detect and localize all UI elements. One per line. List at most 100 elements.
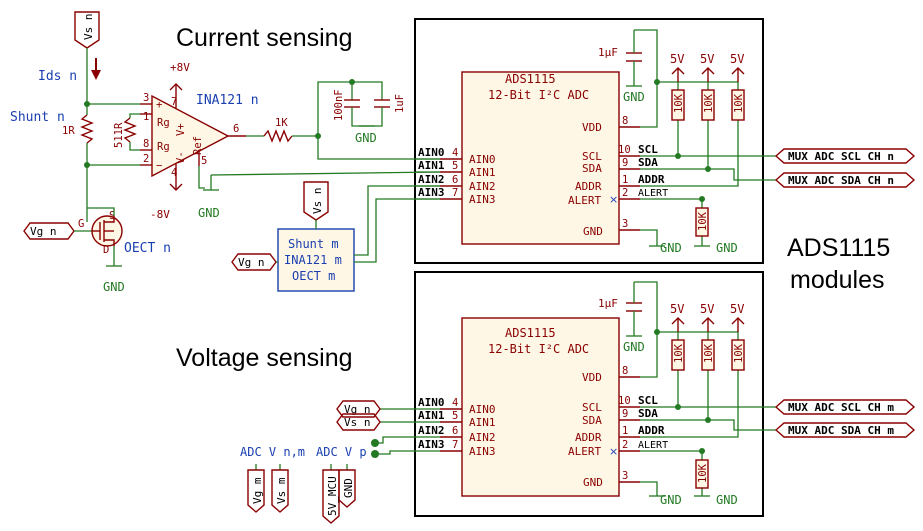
amp-minus-sign: −	[156, 160, 162, 172]
conn-nm-label: ADC V n,m	[240, 445, 305, 459]
top-adc-pin-ain0: AIN0	[469, 153, 496, 166]
bottom-adc-pin-scl: SCL	[582, 401, 602, 414]
bottom-adc-gnd-2: GND	[716, 493, 738, 507]
vs-port-label: Vs n	[82, 14, 95, 41]
bottom-input-vs: Vs n	[336, 413, 381, 431]
hier-sheet-line1: Shunt m	[288, 237, 339, 251]
hier-sheet-line3: OECT m	[292, 269, 335, 283]
top-adc-pinnum-2: 2	[622, 187, 628, 199]
bottom-adc-pin-ain0: AIN0	[469, 403, 496, 416]
bottom-adc-pinnum-6: 6	[452, 425, 458, 437]
top-adc-pinnum-5: 5	[452, 160, 458, 172]
top-cap-label: 1µF	[598, 46, 618, 59]
bottom-r3-value: 10K	[733, 343, 745, 363]
bottom-net-sda: SDA	[638, 407, 658, 420]
top-adc-pin-addr: ADDR	[575, 180, 602, 193]
top-bus-sda-port: MUX ADC SDA CH n	[774, 172, 916, 188]
top-adc-pin-ain3: AIN3	[469, 193, 496, 206]
bottom-5v-2: 5V	[700, 302, 714, 316]
bottom-adc-pin-sda: SDA	[582, 414, 602, 427]
amp-pin-2: 2	[143, 153, 149, 165]
bottom-alert-res-value: 10K	[697, 463, 709, 483]
top-adc: ADS1115 12-Bit I²C ADC AIN0 AIN1 AIN2 AI…	[416, 29, 776, 255]
modules-heading-line2: modules	[790, 266, 885, 294]
top-cap-gnd: GND	[623, 90, 645, 104]
top-5v-1: 5V	[670, 52, 684, 66]
top-adc-pinnum-7: 7	[452, 187, 458, 199]
top-adc-desc: 12-Bit I²C ADC	[488, 88, 589, 102]
top-adc-pinnum-8: 8	[622, 115, 628, 127]
top-pullups: 5V 5V 5V 10K 10K 10K	[670, 52, 745, 121]
bottom-net-addr: ADDR	[638, 424, 665, 437]
top-adc-pin-alert: ALERT	[568, 194, 601, 207]
bottom-r1-value: 10K	[673, 343, 685, 363]
conn-5v-mcu: 5V_MCU	[326, 476, 339, 516]
bottom-adc-pinnum-5: 5	[452, 410, 458, 422]
bottom-adc-pin-ain3: AIN3	[469, 445, 496, 458]
bottom-pullups: 5V 5V 5V 10K 10K 10K	[670, 302, 745, 371]
bottom-adc: ADS1115 12-Bit I²C ADC AIN0 AIN1 AIN2 AI…	[371, 281, 776, 507]
amp-vplus-label: V+	[175, 123, 187, 136]
bottom-adc-body	[461, 317, 620, 497]
bottom-adc-pinnum-7: 7	[452, 439, 458, 451]
oect-gate-label: G	[78, 218, 84, 230]
amp-ref-label: Ref	[192, 136, 204, 155]
amp-pin-5: 5	[201, 155, 207, 167]
rg-value: 511R	[113, 122, 125, 148]
bottom-module-frame	[414, 271, 764, 517]
amp-pin-3: 3	[143, 92, 149, 104]
vg-port-label: Vg n	[30, 225, 57, 238]
top-net-alert: ALERT	[638, 188, 668, 199]
amp-plus-sign: +	[156, 99, 162, 111]
top-net-ain1: AIN1	[418, 159, 445, 172]
cap1u-label: 1uF	[394, 94, 406, 113]
amp-pin-6: 6	[233, 123, 239, 135]
bottom-bus-sda-port: MUX ADC SDA CH m	[774, 422, 916, 438]
top-adc-pin-ain2: AIN2	[469, 180, 496, 193]
top-adc-pinnum-4: 4	[452, 147, 458, 159]
top-adc-pin-gnd: GND	[583, 225, 603, 238]
bottom-adc-pinnum-8: 8	[622, 365, 628, 377]
connectors: ADC V n,m ADC V p Vg m Vs m 5V_MCU GND	[240, 445, 367, 524]
bottom-adc-pin-addr: ADDR	[575, 431, 602, 444]
top-adc-pin-ain1: AIN1	[469, 166, 496, 179]
top-net-ain3: AIN3	[418, 186, 445, 199]
bottom-net-ain1: AIN1	[418, 409, 445, 422]
top-r3-value: 10K	[733, 93, 745, 113]
current-sensing-heading: Current sensing	[176, 24, 352, 52]
bottom-adc-pin-ain2: AIN2	[469, 431, 496, 444]
top-alert-res-value: 10K	[697, 211, 709, 231]
top-adc-pinnum-10: 10	[618, 144, 631, 156]
hier-sheet	[277, 228, 355, 292]
bottom-net-ain3: AIN3	[418, 438, 445, 451]
amp-vminus-label: V-	[175, 151, 187, 164]
hier-sheet-line2: INA121 m	[284, 253, 342, 267]
top-r2-value: 10K	[703, 93, 715, 113]
amp-rg-label-1: Rg	[157, 117, 170, 129]
voltage-sensing-heading: Voltage sensing	[176, 344, 353, 372]
bottom-net-ain2: AIN2	[418, 424, 445, 437]
conn-p-label: ADC V p	[316, 445, 367, 459]
bottom-input-vg: Vg n	[336, 400, 381, 418]
cap100n-label: 100nF	[333, 89, 345, 121]
oect-drain-label: D	[103, 244, 109, 256]
bottom-adc-desc: 12-Bit I²C ADC	[488, 342, 589, 356]
top-net-ain0: AIN0	[418, 146, 445, 159]
bottom-adc-gnd-1: GND	[660, 493, 682, 507]
shunt-value: 1R	[62, 125, 75, 137]
bottom-5v-1: 5V	[670, 302, 684, 316]
bottom-cap-label: 1µF	[598, 297, 618, 310]
ids-label: Ids n	[38, 69, 77, 84]
modules-heading-line1: ADS1115	[787, 234, 890, 262]
bottom-adc-pinnum-4: 4	[452, 397, 458, 409]
current-circuit: Vs n Ids n Shunt n 1R 511R 3 1 8 2 + − R…	[10, 11, 441, 294]
bottom-r2-value: 10K	[703, 343, 715, 363]
conn-vs-m: Vs m	[275, 477, 288, 504]
amp-pin-1: 1	[143, 111, 149, 123]
bottom-bus-scl-label: MUX ADC SCL CH m	[788, 401, 894, 414]
top-net-addr: ADDR	[638, 173, 665, 186]
bottom-input-vg-label: Vg n	[344, 403, 371, 416]
bottom-net-alert: ALERT	[638, 440, 668, 451]
top-adc-pinnum-9: 9	[622, 157, 628, 169]
